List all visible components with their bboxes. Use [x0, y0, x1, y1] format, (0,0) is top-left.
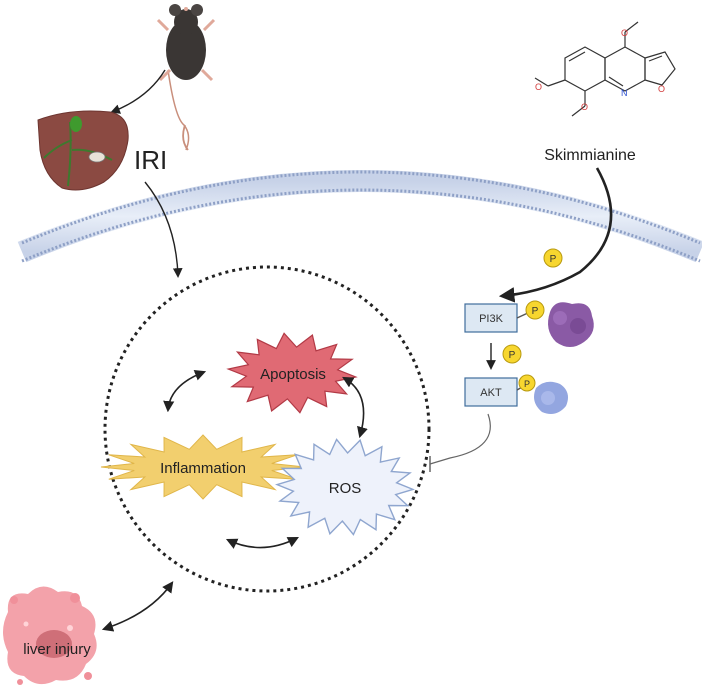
arrow-inflammation-ros [225, 536, 299, 549]
inhibition-line [429, 413, 491, 465]
skimmianine-label: Skimmianine [544, 147, 636, 164]
cell-membrane [17, 170, 702, 263]
phosphate-marker-3: P [502, 344, 522, 364]
cell-boundary [103, 265, 431, 593]
akt-label: AKT [480, 387, 502, 399]
arrow-apoptosis-ros [342, 376, 368, 439]
methoxy-oxygen-left: O [535, 82, 542, 92]
pi3k-box: PI3K [464, 303, 518, 333]
inflammation-label: Inflammation [160, 460, 246, 477]
ros-label: ROS [329, 480, 362, 497]
akt-box: AKT [464, 377, 518, 407]
phosphate-marker-2: P [525, 300, 545, 320]
arrow-mouse-to-liver [110, 69, 166, 114]
ros-burst: ROS [274, 438, 416, 536]
pi3k-protein-icon [548, 302, 594, 347]
apoptosis-label: Apoptosis [260, 366, 326, 383]
svg-text:P: P [532, 306, 539, 317]
apoptosis-burst: Apoptosis [226, 332, 358, 414]
phosphate-marker-4: P [518, 374, 536, 392]
arrow-injury-cell [101, 581, 174, 632]
arrow-skimmianine-to-pi3k [498, 167, 613, 303]
arrow-iri-to-cell [144, 181, 183, 278]
arrow-inflammation-apoptosis [163, 369, 207, 413]
furan-oxygen: O [658, 84, 665, 94]
iri-label: IRI [134, 145, 167, 175]
methoxy-oxygen-top: O [621, 28, 628, 38]
svg-text:P: P [550, 254, 557, 265]
svg-text:P: P [524, 379, 530, 389]
akt-protein-icon [534, 381, 568, 414]
svg-text:P: P [509, 350, 516, 361]
methoxy-oxygen-bottom: O [581, 102, 588, 112]
quinoline-nitrogen: N [621, 88, 628, 98]
liver-icon [37, 110, 129, 191]
pi3k-label: PI3K [479, 313, 504, 325]
phosphate-marker-1: P [543, 248, 563, 268]
mouse-icon [156, 4, 216, 151]
liver-injury-tissue: liver injury [3, 586, 97, 685]
liver-injury-label: liver injury [23, 641, 91, 658]
inflammation-burst: Inflammation [100, 434, 306, 500]
skimmianine-structure [534, 21, 676, 117]
